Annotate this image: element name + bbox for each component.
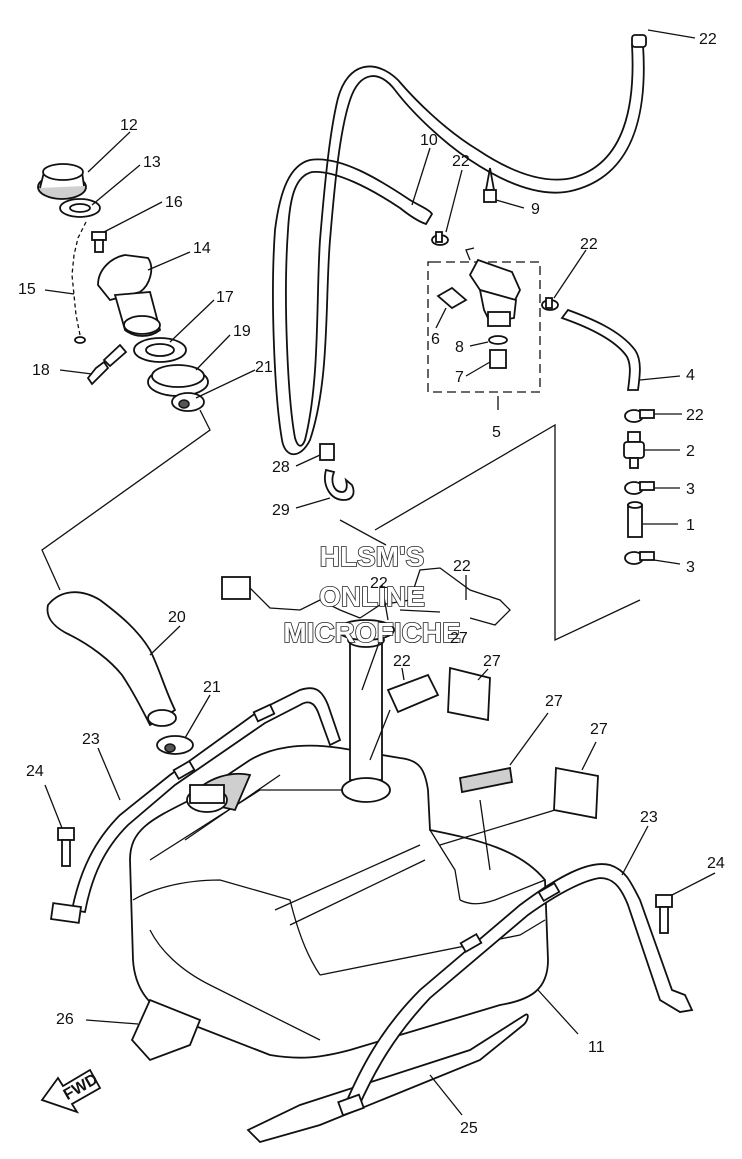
label-27-a: 27 [450,630,468,647]
label-leaders [44,29,716,1116]
hose-clamp-21b [156,735,194,755]
hose-4 [560,308,641,391]
label-15: 15 [18,281,36,298]
label-11: 11 [588,1039,605,1056]
label-12: 12 [120,117,138,134]
clip-28 [319,443,335,461]
watermark: HLSM'S ONLINE MICROFICHE [283,540,462,649]
label-24-left: 24 [26,763,44,780]
cap-chain [71,221,87,344]
label-24-right: 24 [707,855,725,872]
label-21-top: 21 [255,359,273,376]
label-4: 4 [686,367,695,384]
watermark-line-1: HLSM'S [320,541,425,572]
neck-nut [147,364,209,397]
label-7: 7 [455,369,464,386]
label-26: 26 [56,1011,74,1028]
check-valve-2 [623,431,645,469]
tank-strap-left [50,687,342,924]
label-3-lower: 3 [686,559,695,576]
label-3-upper: 3 [686,481,695,498]
label-22-sender-right: 22 [453,558,471,575]
fitting-9 [483,167,497,203]
vent-hose [272,34,647,456]
label-22-top-right: 22 [699,31,717,48]
filler-hose [46,591,177,727]
label-6: 6 [431,331,440,348]
label-28: 28 [272,459,290,476]
cap-gasket [59,198,101,218]
label-16: 16 [165,194,183,211]
label-9: 9 [531,201,540,218]
label-17: 17 [216,289,234,306]
cap-screw [91,231,107,253]
clamp-22-right [624,409,655,423]
label-1: 1 [686,517,695,534]
label-2: 2 [686,443,695,460]
label-18: 18 [32,362,50,379]
bolt-24-right [655,894,673,934]
watermark-line-2: ONLINE [319,581,425,612]
tank-pad [130,998,202,1062]
label-20: 20 [168,609,186,626]
label-10: 10 [420,132,438,149]
label-22-filter-right: 22 [580,236,598,253]
label-27-c: 27 [545,693,563,710]
label-8: 8 [455,339,464,356]
label-22-right: 22 [686,407,704,424]
label-25: 25 [460,1120,478,1137]
watermark-line-3: MICROFICHE [283,617,460,648]
label-23-right: 23 [640,809,658,826]
vent-fitting-18 [86,343,128,386]
hose-1 [627,501,643,538]
label-27-b: 27 [483,653,501,670]
clamp-29 [324,468,355,501]
filler-pipe [341,632,391,803]
label-23-left: 23 [82,731,100,748]
label-22-sender-low: 22 [393,653,411,670]
label-21-bottom: 21 [203,679,221,696]
fwd-arrow: FWD [40,1068,102,1114]
fuel-filter-group [427,247,541,393]
label-14: 14 [193,240,211,257]
label-29: 29 [272,502,290,519]
filler-cap [37,163,87,200]
label-19: 19 [233,323,251,340]
pad-27 [386,666,599,820]
tank-skid-plate [246,1013,529,1144]
clamp-3-upper [624,481,655,495]
filler-neck [97,254,162,337]
hose-clamp-21 [171,392,205,412]
label-27-d: 27 [590,721,608,738]
neck-seal [133,337,187,363]
label-13: 13 [143,154,161,171]
label-22-filter-left: 22 [452,153,470,170]
callout-labels: 12 13 16 14 15 17 19 18 21 22 10 22 9 22… [18,31,725,1137]
bolt-24-left [57,827,75,867]
clamp-3-lower [624,551,655,565]
hose-clip-22 [431,231,559,311]
tank-strap-right [337,863,694,1117]
label-22-sender-left: 22 [370,575,388,592]
tank-fitting [186,784,228,813]
fuel-sender-harness [221,567,511,641]
label-5: 5 [492,424,501,441]
